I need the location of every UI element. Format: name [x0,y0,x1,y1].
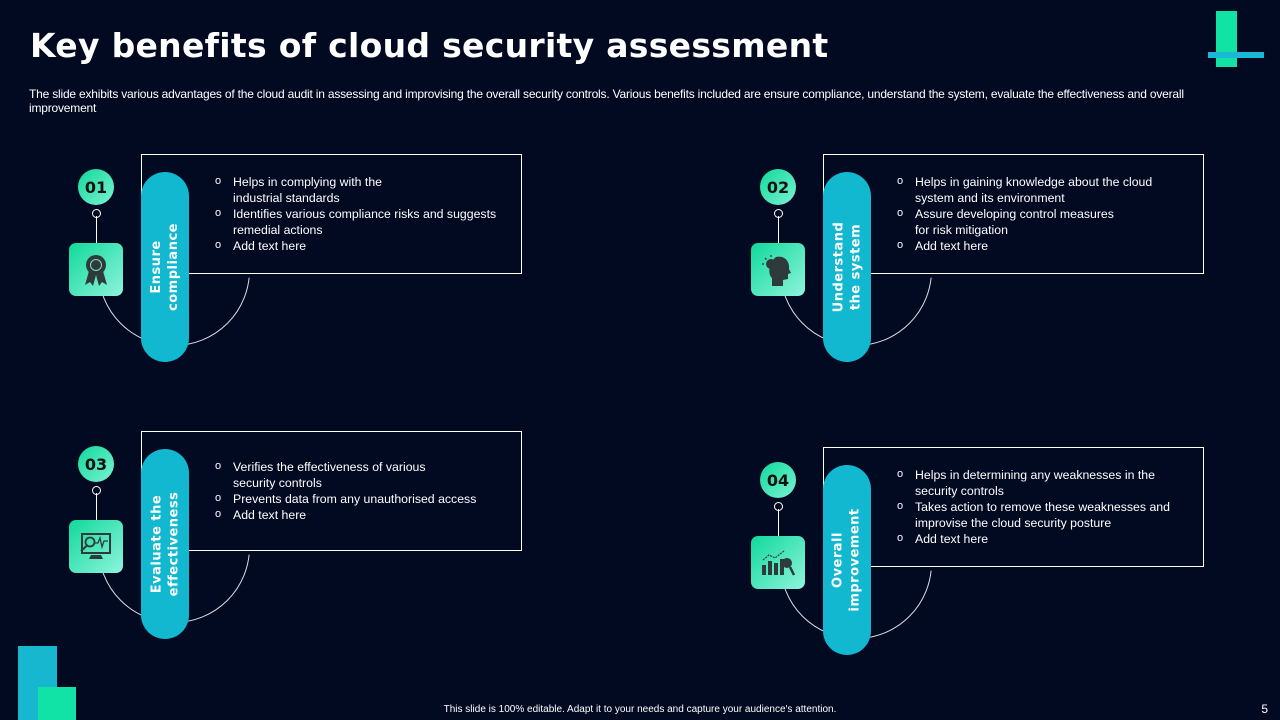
bullet-list: Helps in determining any weaknesses in t… [897,466,1187,547]
bullet-item: Add text here [897,237,1187,254]
benefit-label-pill: Understand the system [823,172,871,362]
benefit-card-3: 03 Evaluate the effectiveness Verifies t… [60,431,530,641]
benefit-label: Overall improvement [831,508,863,612]
connector-line [96,493,97,523]
bullet-item: Helps in complying with the industrial s… [215,173,505,206]
step-number-badge: 01 [78,169,114,205]
benefit-label: Evaluate the effectiveness [149,491,182,597]
bullet-item: Takes action to remove these weaknesses … [897,498,1187,531]
bullet-item: Add text here [215,506,505,523]
connector-line [778,216,779,246]
bullet-item: Add text here [897,530,1187,547]
benefit-label: Ensure compliance [149,223,182,311]
benefit-card-2: 02 Understand the system Helps in gainin… [742,154,1212,364]
bullet-item: Helps in determining any weaknesses in t… [897,466,1187,499]
benefit-label-pill: Overall improvement [823,465,871,655]
award-ribbon-icon [69,243,123,296]
benefit-card-4: 04 Overall improvement Helps in determin… [742,447,1212,657]
bullet-item: Prevents data from any unauthorised acce… [215,490,505,507]
chart-growth-search-icon [751,536,805,589]
step-number-badge: 03 [78,446,114,482]
decor-block-green [38,687,76,720]
bullet-item: Helps in gaining knowledge about the clo… [897,173,1187,206]
connector-line [96,216,97,246]
benefit-card-1: 01 Ensure compliance Helps in complying … [60,154,530,364]
bullet-item: Verifies the effectiveness of various se… [215,458,505,491]
bullet-list: Helps in complying with the industrial s… [215,173,505,254]
bullet-item: Add text here [215,237,505,254]
step-number-badge: 02 [760,169,796,205]
bullet-list: Verifies the effectiveness of various se… [215,458,505,523]
footer-note: This slide is 100% editable. Adapt it to… [443,704,837,715]
bullet-list: Helps in gaining knowledge about the clo… [897,173,1187,254]
decor-bar-vertical [1216,11,1237,67]
benefit-label-pill: Evaluate the effectiveness [141,449,189,639]
connector-line [778,509,779,539]
decor-bar-horizontal [1208,52,1264,58]
step-number-badge: 04 [760,462,796,498]
slide-title: Key benefits of cloud security assessmen… [30,26,829,65]
head-lightbulb-icon [751,243,805,296]
page-number: 5 [1261,702,1268,716]
benefit-label-pill: Ensure compliance [141,172,189,362]
bullet-item: Assure developing control measures for r… [897,205,1187,238]
bullet-item: Identifies various compliance risks and … [215,205,505,238]
slide-subtitle: The slide exhibits various advantages of… [29,87,1184,115]
benefit-label: Understand the system [831,221,864,313]
monitor-analysis-icon [69,520,123,573]
